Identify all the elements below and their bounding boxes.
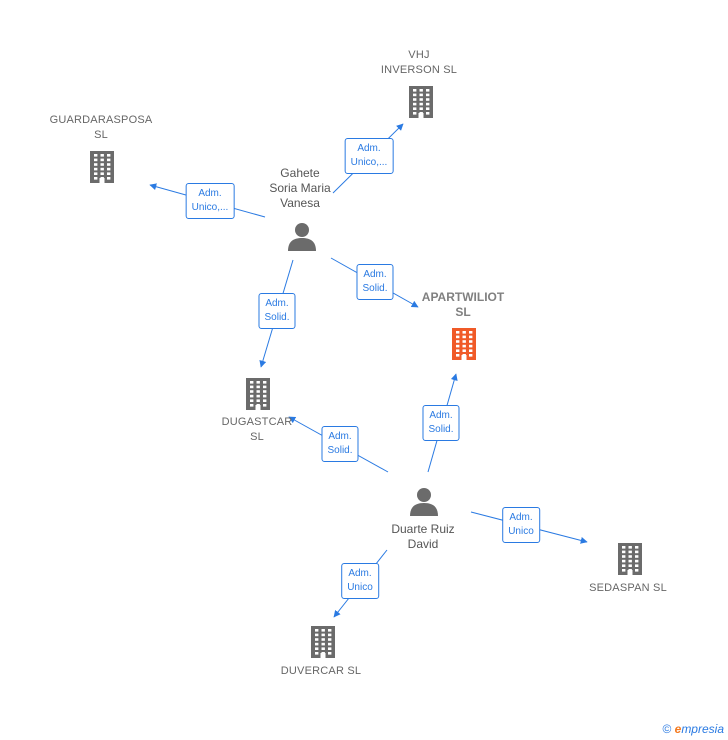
brand-logo-text: mpresia — [681, 722, 724, 736]
edge-label[interactable]: Adm. Solid. — [356, 264, 394, 300]
edge-label[interactable]: Adm. Unico,... — [344, 138, 394, 174]
edge-label[interactable]: Adm. Unico — [341, 563, 379, 599]
building-icon[interactable] — [406, 85, 436, 124]
edge-label[interactable]: Adm. Unico — [502, 507, 540, 543]
brand-footer[interactable]: © empresia — [662, 722, 724, 736]
copyright-icon: © — [662, 722, 672, 736]
edge-label[interactable]: Adm. Solid. — [422, 405, 460, 441]
node-label-guardarasposa[interactable]: GUARDARASPOSA SL — [49, 114, 153, 141]
building-icon[interactable] — [87, 150, 117, 189]
building-icon[interactable] — [449, 327, 479, 366]
building-icon[interactable] — [243, 377, 273, 416]
building-icon[interactable] — [615, 542, 645, 581]
edge-label[interactable]: Adm. Unico,... — [185, 183, 235, 219]
node-label-vhj[interactable]: VHJ INVERSON SL — [380, 49, 458, 76]
node-label-gahete[interactable]: Gahete Soria Maria Vanesa — [269, 166, 331, 210]
person-icon[interactable] — [409, 487, 439, 522]
node-label-duarte[interactable]: Duarte Ruiz David — [391, 522, 455, 551]
node-label-dugastcar[interactable]: DUGASTCAR SL — [221, 416, 293, 443]
person-icon[interactable] — [287, 222, 317, 257]
node-label-sedaspan[interactable]: SEDASPAN SL — [589, 582, 667, 594]
edge-label[interactable]: Adm. Solid. — [321, 426, 359, 462]
node-label-apartwiliot[interactable]: APARTWILIOT SL — [421, 290, 505, 319]
building-icon[interactable] — [308, 625, 338, 664]
brand-logo-e: e — [674, 722, 682, 736]
edge-label[interactable]: Adm. Solid. — [258, 293, 296, 329]
node-label-duvercar[interactable]: DUVERCAR SL — [280, 665, 362, 677]
